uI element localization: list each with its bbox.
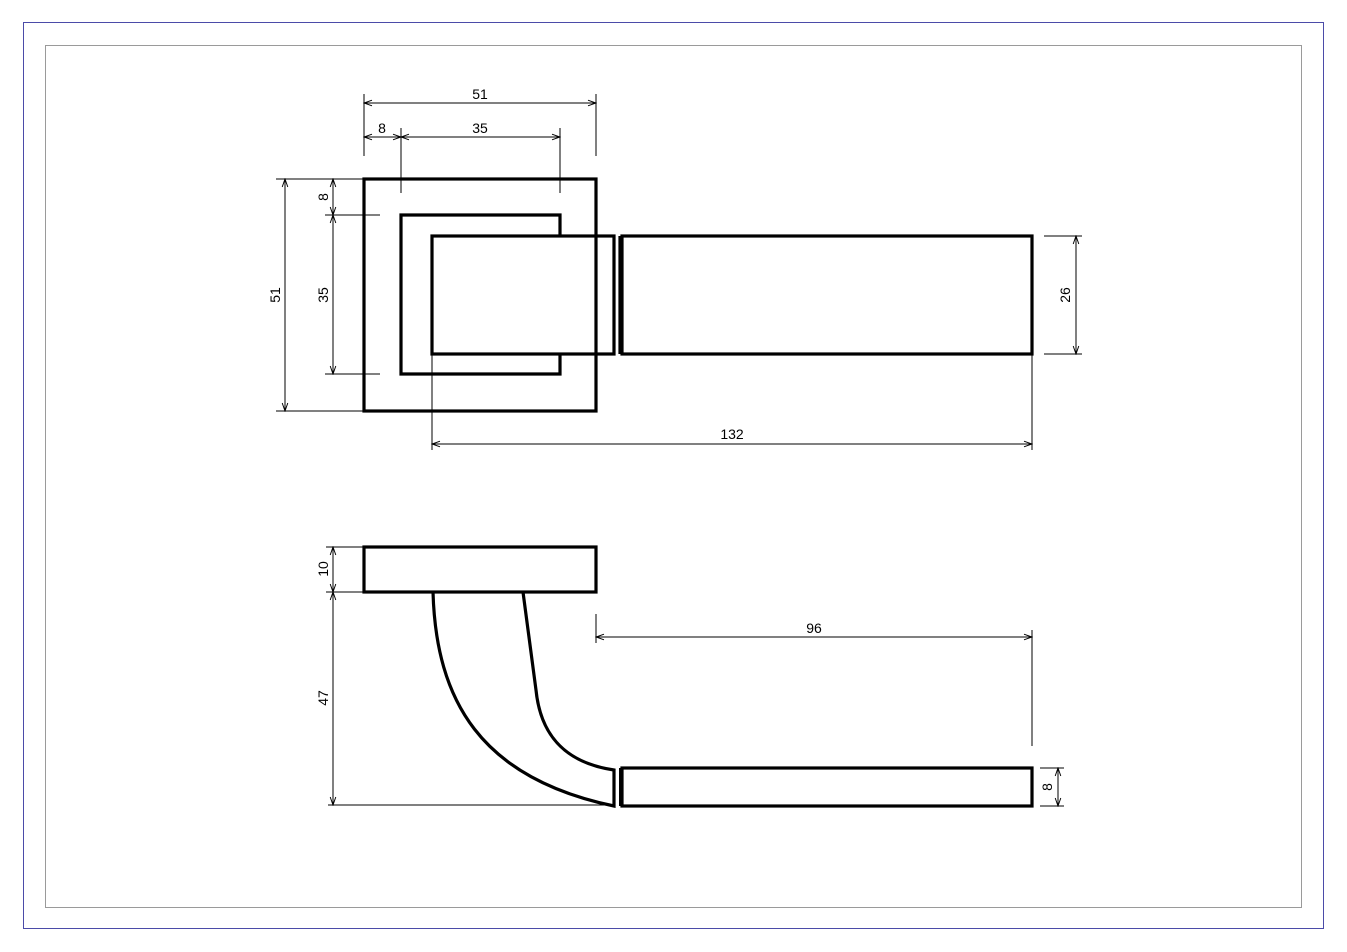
rose-side-profile (362, 545, 598, 594)
dim-label-lever-thickness: 8 (1039, 783, 1055, 791)
dim-label-lever-length: 96 (806, 620, 822, 636)
dim-label-rose-width: 51 (472, 86, 488, 102)
dim-lever-thickness: 8 (1039, 768, 1064, 806)
dim-label-inner-height: 35 (315, 287, 331, 303)
dim-lever-length: 96 (596, 614, 1032, 746)
dim-offset-inner-width: 8 35 (364, 120, 560, 193)
dim-label-offset-width: 8 (378, 120, 386, 136)
dim-label-offset-height: 8 (315, 193, 331, 201)
sheet-outer-border (23, 22, 1324, 929)
front-view: 51 8 35 51 8 35 (267, 86, 1082, 450)
rose-outer-square (362, 177, 598, 413)
lever-neck-block (430, 234, 616, 356)
lever-bar-side (620, 766, 1034, 808)
dim-rose-thickness: 10 (315, 547, 364, 592)
sheet-inner-border (45, 45, 1302, 908)
dim-label-projection: 47 (315, 690, 331, 706)
dim-total-length: 132 (432, 354, 1032, 450)
dim-lever-height: 26 (1044, 236, 1082, 354)
dim-label-lever-height: 26 (1057, 287, 1073, 303)
side-view: 10 47 96 8 (315, 545, 1064, 808)
dim-rose-height: 51 (267, 179, 364, 411)
dim-label-rose-height: 51 (267, 287, 283, 303)
rose-inner-square (399, 213, 562, 376)
lever-bar-front (620, 234, 1034, 356)
dim-projection: 47 (315, 592, 612, 805)
dim-rose-width: 51 (364, 86, 596, 156)
dim-label-inner-width: 35 (472, 120, 488, 136)
dim-label-total-length: 132 (720, 426, 744, 442)
dim-offset-inner-height: 8 35 (315, 179, 380, 374)
lever-curved-neck (431, 591, 616, 808)
dim-label-rose-thickness: 10 (315, 561, 331, 577)
